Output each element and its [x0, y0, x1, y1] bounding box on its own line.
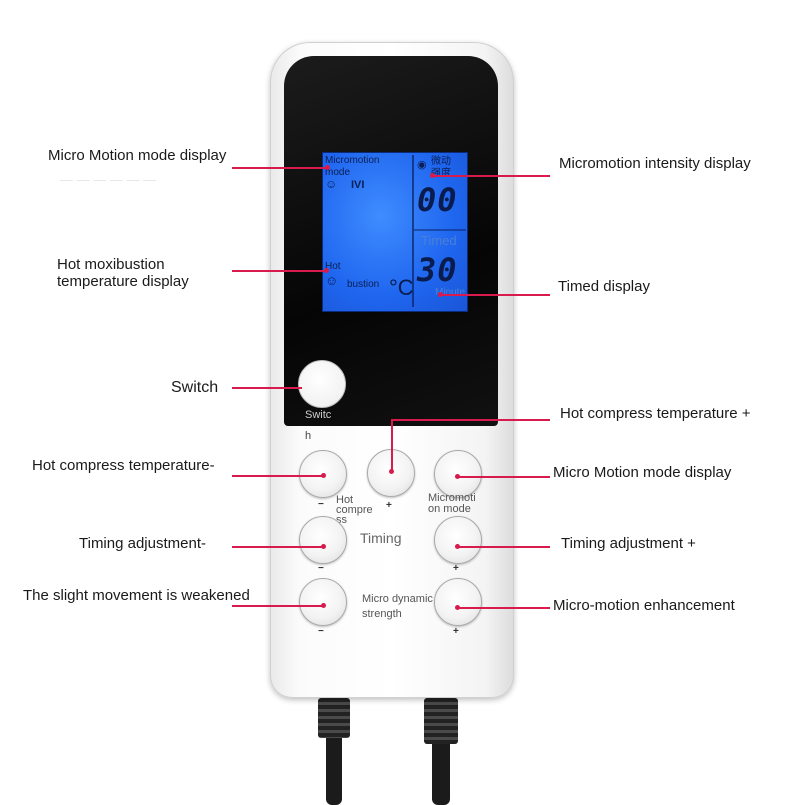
leader-dot	[455, 544, 460, 549]
callout-switch: Switch	[171, 379, 219, 396]
callout-hot-moxibustion-2: temperature display	[57, 273, 189, 290]
lcd-bustion-label: bustion	[347, 279, 380, 290]
lcd-timed-label: Timed	[421, 233, 457, 248]
timing-plus-button[interactable]	[434, 516, 482, 564]
right-cable-strain-relief	[424, 698, 458, 744]
leader-dot	[325, 165, 330, 170]
lcd-screen: Micromotion mode ☺ IVI ◉ 微动 强度 00 Timed …	[322, 152, 468, 312]
callout-weakened: The slight movement is weakened	[23, 587, 250, 604]
timing-minus-sign: −	[318, 563, 324, 574]
leader-micro-motion-mode-right	[458, 476, 550, 478]
lcd-hot-label: Hot	[325, 261, 341, 272]
signal-icon: ◉	[417, 159, 427, 171]
micromotion-mode-label-1: Micromoti	[428, 492, 476, 504]
switch-label-1: Switc	[305, 409, 332, 421]
hot-compress-label-1: Hot	[336, 494, 354, 506]
micromotion-mode-button[interactable]	[434, 450, 482, 498]
hot-compress-plus-sign: +	[386, 500, 392, 511]
leader-timed	[440, 294, 550, 296]
micro-strength-plus-sign: +	[453, 626, 459, 637]
leader-dot	[324, 268, 329, 273]
leader-dot	[321, 473, 326, 478]
micromotion-mode-label-2: on mode	[428, 503, 471, 515]
timing-minus-button[interactable]	[299, 516, 347, 564]
leader-dot	[455, 474, 460, 479]
leader-hot-compress-plus	[392, 419, 550, 421]
lcd-intensity-value: 00	[417, 181, 458, 219]
hot-compress-minus-sign: −	[318, 499, 324, 510]
leader-timing-plus	[458, 546, 550, 548]
lcd-micromotion-label: Micromotion	[325, 155, 380, 166]
callout-timing-plus: Timing adjustment +	[561, 535, 696, 552]
lcd-horizontal-divider	[414, 229, 466, 231]
hot-compress-label-3: ss	[336, 514, 347, 526]
callout-hot-compress-minus: Hot compress temperature-	[32, 457, 215, 474]
leader-hot-compress-plus-vertical	[391, 419, 393, 471]
lcd-degree-unit: °C	[389, 275, 414, 300]
leader-dot	[389, 469, 394, 474]
micro-strength-minus-button[interactable]	[299, 578, 347, 626]
leader-intensity	[432, 175, 550, 177]
leader-timing-minus	[232, 546, 324, 548]
callout-timed-display: Timed display	[558, 278, 650, 295]
micro-strength-minus-sign: −	[318, 626, 324, 637]
callout-timing-minus: Timing adjustment-	[79, 535, 206, 552]
callout-enhancement: Micro-motion enhancement	[553, 597, 735, 614]
switch-label-2: h	[305, 430, 312, 442]
timing-label: Timing	[360, 530, 402, 546]
leader-hot-compress-minus	[232, 475, 324, 477]
lcd-intensity-cn-1: 微动	[431, 156, 451, 167]
leader-hot-moxibustion	[232, 270, 326, 272]
callout-hot-moxibustion-1: Hot moxibustion	[57, 256, 165, 273]
leader-dot	[455, 605, 460, 610]
leader-micro-motion-mode	[232, 167, 327, 169]
leader-dot	[321, 603, 326, 608]
lcd-intensity-cn-2: 强度	[431, 168, 451, 179]
leader-dot	[321, 544, 326, 549]
power-switch-button[interactable]	[298, 360, 346, 408]
micro-strength-plus-button[interactable]	[434, 578, 482, 626]
callout-micro-motion-mode-display: Micro Motion mode display	[48, 147, 227, 164]
timing-plus-sign: +	[453, 563, 459, 574]
callout-micro-motion-mode-display-right: Micro Motion mode display	[553, 464, 732, 481]
hot-compress-label-2: compre	[336, 504, 373, 516]
lcd-hot-icon: ☺	[325, 273, 339, 288]
callout-hot-compress-plus: Hot compress temperature +	[560, 405, 751, 422]
faint-text: — — — — — —	[60, 172, 157, 187]
lcd-mode-label: mode	[325, 167, 351, 178]
leader-dot	[430, 173, 435, 178]
leader-enhancement	[458, 607, 550, 609]
lcd-divider	[412, 155, 414, 307]
callout-micromotion-intensity: Micromotion intensity display	[559, 155, 751, 172]
leader-weakened	[232, 605, 324, 607]
leader-dot	[438, 292, 443, 297]
left-cable-strain-relief	[318, 698, 350, 738]
micro-dynamic-label-2: strength	[362, 608, 402, 620]
lcd-mode-icon: ☺	[325, 177, 338, 191]
micro-dynamic-label-1: Micro dynamic	[362, 593, 433, 605]
lcd-mode-indicator: IVI	[351, 179, 365, 191]
lcd-timed-value: 30	[417, 251, 458, 289]
leader-switch	[232, 387, 302, 389]
lcd-minute-label: Minute	[435, 287, 466, 298]
